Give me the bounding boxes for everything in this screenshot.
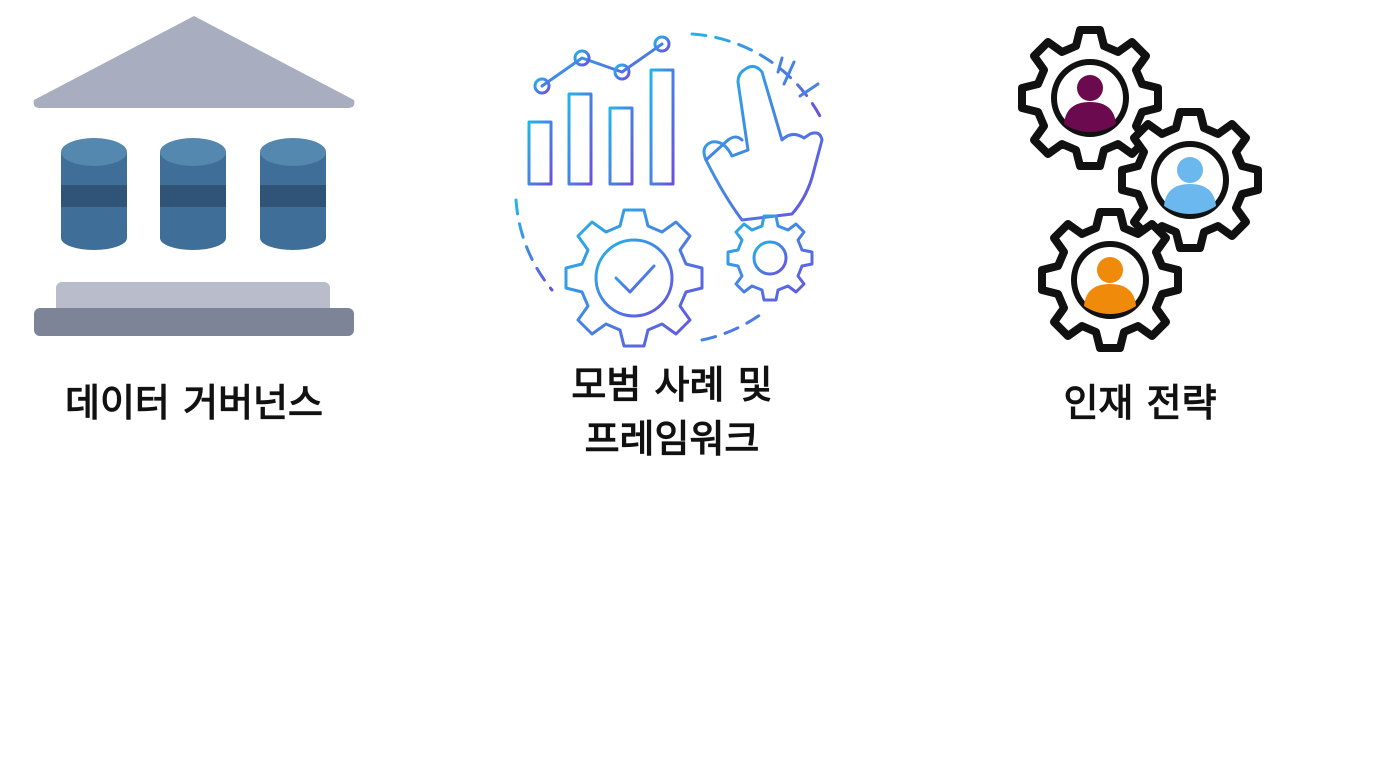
- label-data-governance: 데이터 거버넌스: [65, 381, 323, 425]
- card-data-governance: 데이터 거버넌스: [14, 0, 374, 440]
- chart-gear-hand-icon: [492, 0, 852, 360]
- card-best-practices: 모범 사례 및 프레임워크: [492, 0, 852, 480]
- building-database-icon: [14, 0, 374, 360]
- label-talent-strategy: 인재 전략: [1063, 381, 1217, 425]
- card-talent-strategy: 인재 전략: [960, 0, 1320, 440]
- label-best-practices: 모범 사례 및 프레임워크: [571, 363, 773, 461]
- people-gears-icon: [960, 0, 1320, 360]
